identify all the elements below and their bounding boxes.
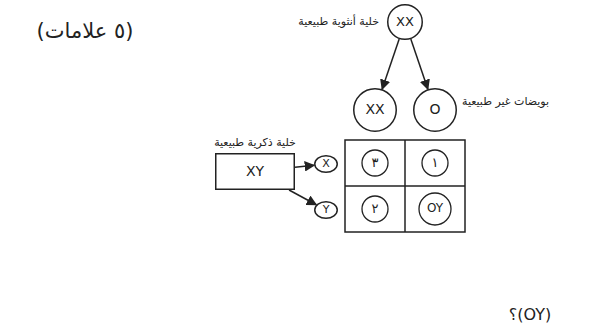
node-text: XY <box>246 164 264 179</box>
node-heading: خلية ذكرية طبيعية <box>214 137 296 149</box>
node-text: X <box>322 158 330 170</box>
cell-circle: O <box>413 88 457 132</box>
cell-number: ١ <box>432 156 439 170</box>
node-text: XX <box>365 102 384 117</box>
arrow-connector <box>411 39 428 89</box>
cell-circle: XX <box>353 88 397 132</box>
eggs-label: بويضات غير طبيعية <box>462 96 549 108</box>
cell-box: XYخلية ذكرية طبيعية <box>215 153 295 190</box>
question-text: (OY)؟ <box>509 306 551 324</box>
cell-number: ٢ <box>372 202 379 216</box>
grid-line <box>345 185 465 187</box>
node-text: XX <box>396 15 414 29</box>
cell-circle <box>362 196 388 222</box>
arrow-connector <box>295 165 314 167</box>
cell-circle: XXخلية أنثوية طبيعية <box>387 4 423 40</box>
cell-genotype: OY <box>427 202 443 215</box>
cell-circle <box>419 193 451 225</box>
sperm-head: X <box>314 155 338 173</box>
node-heading: خلية أنثوية طبيعية <box>298 16 379 28</box>
sperm-head: Y <box>314 201 338 219</box>
cell-number: ٣ <box>372 156 379 170</box>
marks-note: (٥ علامات) <box>37 20 134 43</box>
cell-circle <box>422 150 448 176</box>
node-text: Y <box>323 204 330 216</box>
arrow-connector <box>289 190 316 205</box>
arrow-connector <box>382 39 399 89</box>
node-text: O <box>429 102 440 117</box>
cell-circle <box>362 150 388 176</box>
grid-frame <box>345 140 465 232</box>
